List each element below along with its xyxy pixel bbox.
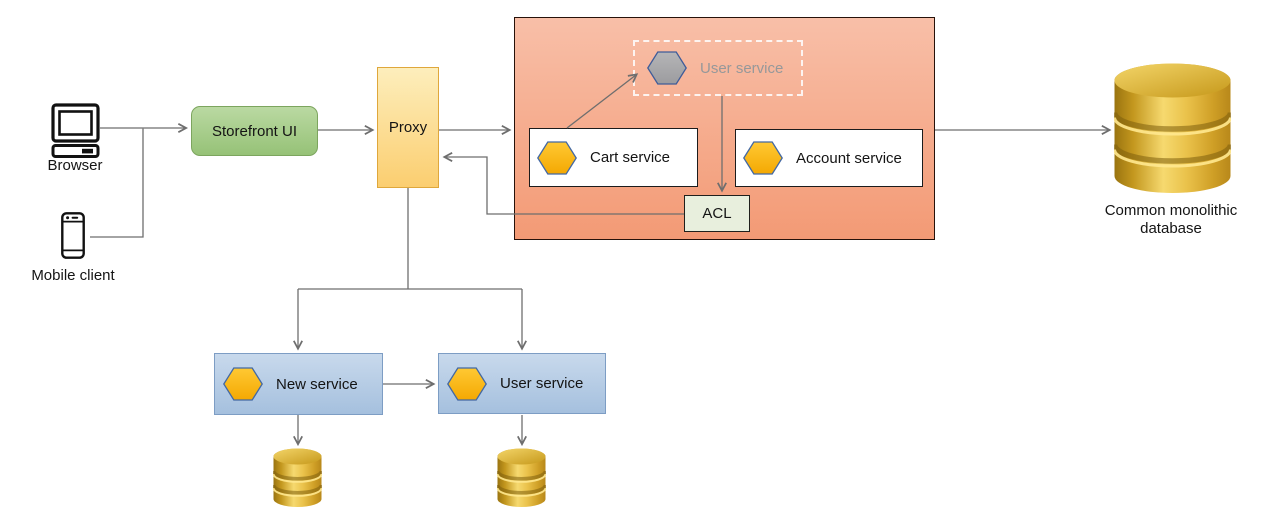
- hexagon-icon: [537, 140, 577, 175]
- account-service-node: Account service: [735, 129, 923, 187]
- account-service-label: Account service: [796, 149, 902, 167]
- cart-service-node: Cart service: [529, 128, 698, 187]
- database-cylinder-icon: [497, 448, 546, 507]
- acl-node: ACL: [684, 195, 750, 232]
- database-cylinder-icon: [273, 448, 322, 507]
- hexagon-icon: [447, 366, 487, 401]
- user-service-node: User service: [438, 353, 606, 414]
- common-database-label: Common monolithic database: [1104, 202, 1238, 237]
- browser-label: Browser: [47, 157, 103, 174]
- user-service-label: User service: [500, 375, 584, 392]
- cart-service-label: Cart service: [590, 149, 671, 166]
- mobile-client-label: Mobile client: [31, 267, 115, 284]
- planned-user-service-node: User service: [633, 40, 803, 96]
- storefront-ui-node: Storefront UI: [191, 106, 318, 156]
- storefront-ui-label: Storefront UI: [211, 122, 298, 140]
- new-service-node: New service: [214, 353, 383, 415]
- hexagon-icon: [223, 367, 263, 401]
- proxy-node: Proxy: [377, 67, 439, 188]
- smartphone-icon: [61, 212, 85, 259]
- hexagon-icon: [743, 141, 783, 175]
- planned-user-service-label: User service: [700, 59, 784, 77]
- acl-label: ACL: [702, 205, 732, 222]
- database-cylinder-icon: [1114, 63, 1231, 193]
- new-service-label: New service: [276, 375, 358, 393]
- hexagon-icon: [647, 51, 687, 85]
- proxy-label: Proxy: [388, 119, 428, 136]
- desktop-computer-icon: [51, 103, 100, 158]
